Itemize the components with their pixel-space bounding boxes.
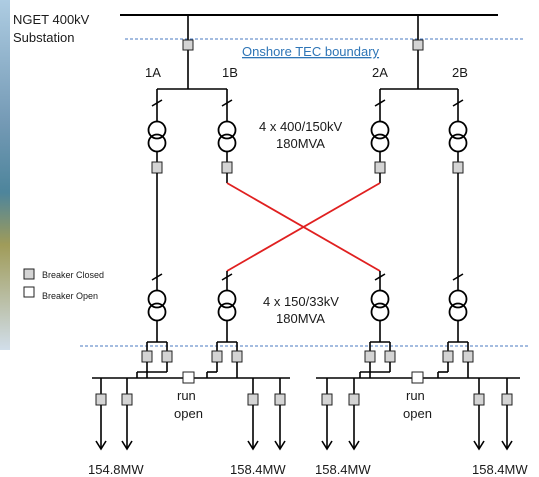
circuit-label-2a: 2A <box>372 65 388 80</box>
cross-link-2a-to-1b <box>226 182 381 272</box>
substation-label-line2: Substation <box>13 30 74 45</box>
lower-transformer-spec-line2: 180MVA <box>276 311 325 326</box>
bus-section-breaker-2 <box>411 371 424 384</box>
background-photo-strip <box>0 0 10 350</box>
circuit-label-1a: 1A <box>145 65 161 80</box>
upper-branch-2a <box>370 89 390 183</box>
string-feeders <box>95 378 513 451</box>
double-breaker-4 <box>437 341 474 378</box>
upper-branch-1b <box>217 89 237 183</box>
legend: Breaker Closed Breaker Open <box>23 268 104 301</box>
output-label-4: 158.4MW <box>472 462 528 477</box>
output-label-2: 158.4MW <box>230 462 286 477</box>
bus-section-note-2-line1: run <box>406 388 425 403</box>
double-breaker-2 <box>206 341 243 378</box>
breaker-feeder-1 <box>182 39 194 51</box>
breaker-feeder-2 <box>412 39 424 51</box>
lower-branch-4 <box>448 271 468 342</box>
legend-closed-label: Breaker Closed <box>42 270 104 280</box>
bus-section-note-1-line1: run <box>177 388 196 403</box>
legend-open-label: Breaker Open <box>42 291 98 301</box>
lower-transformer-spec-line1: 4 x 150/33kV <box>263 294 339 309</box>
output-label-3: 158.4MW <box>315 462 371 477</box>
bus-section-breaker-1 <box>182 371 195 384</box>
bus-section-note-2-line2: open <box>403 406 432 421</box>
legend-closed-swatch <box>23 268 35 280</box>
double-breaker-1 <box>136 341 173 378</box>
output-label-1: 154.8MW <box>88 462 144 477</box>
upper-transformer-spec-line2: 180MVA <box>276 136 325 151</box>
circuit-label-1b: 1B <box>222 65 238 80</box>
upper-branch-2b <box>448 89 468 271</box>
bus-section-note-1-line2: open <box>174 406 203 421</box>
substation-label-line1: NGET 400kV <box>13 12 90 27</box>
lower-branch-3 <box>370 271 390 342</box>
lower-branch-2 <box>217 271 237 342</box>
double-breaker-3 <box>359 341 396 378</box>
upper-branch-1a <box>147 89 167 271</box>
upper-transformer-spec-line1: 4 x 400/150kV <box>259 119 342 134</box>
lower-branch-1 <box>147 271 167 342</box>
tec-boundary-label: Onshore TEC boundary <box>242 44 380 59</box>
circuit-label-2b: 2B <box>452 65 468 80</box>
legend-open-swatch <box>23 286 35 298</box>
